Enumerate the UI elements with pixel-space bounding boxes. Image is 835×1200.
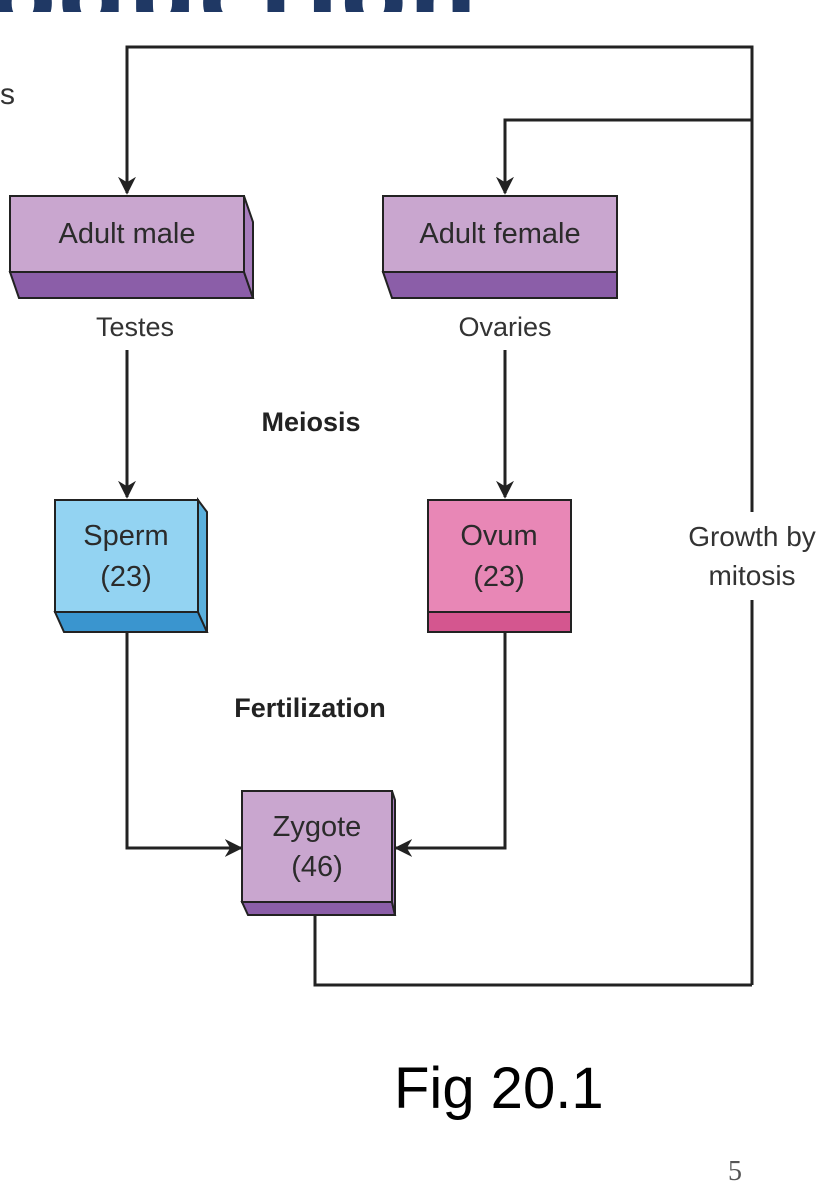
zygote-count: (46) <box>291 851 343 883</box>
sperm-count: (23) <box>100 561 152 593</box>
ovum-label: Ovum <box>460 520 537 552</box>
connector-lines <box>118 45 754 987</box>
figure-caption: Fig 20.1 <box>394 1056 604 1121</box>
zygote-box: Zygote (46) <box>240 790 397 916</box>
adult-male-label: Adult male <box>58 218 195 250</box>
slide-title-fragment: oduction <box>0 0 835 12</box>
growth-label-line1: Growth by <box>688 521 816 552</box>
adult-female-box: Adult female <box>381 195 618 299</box>
ovaries-label: Ovaries <box>458 312 551 342</box>
sperm-box: Sperm (23) <box>53 497 209 633</box>
ovum-box: Ovum (23) <box>427 499 572 633</box>
arrow-to-adult-female <box>496 118 752 195</box>
ovum-count: (23) <box>473 561 525 593</box>
arrow-ovum-to-zygote <box>394 615 507 857</box>
growth-label-line2: mitosis <box>708 560 795 591</box>
meiosis-label: Meiosis <box>261 407 360 437</box>
zygote-to-growth-line <box>313 905 752 987</box>
adult-female-label: Adult female <box>419 218 580 250</box>
testes-label: Testes <box>96 312 174 342</box>
page-number: 5 <box>728 1156 742 1187</box>
adult-male-box: Adult male <box>8 195 255 299</box>
zygote-label: Zygote <box>273 811 362 843</box>
fertilization-label: Fertilization <box>234 693 386 723</box>
sperm-label: Sperm <box>83 520 168 552</box>
arrow-sperm-to-zygote <box>125 615 243 857</box>
left-edge-text-fragment: s <box>0 78 15 111</box>
arrow-to-adult-male <box>118 45 754 195</box>
